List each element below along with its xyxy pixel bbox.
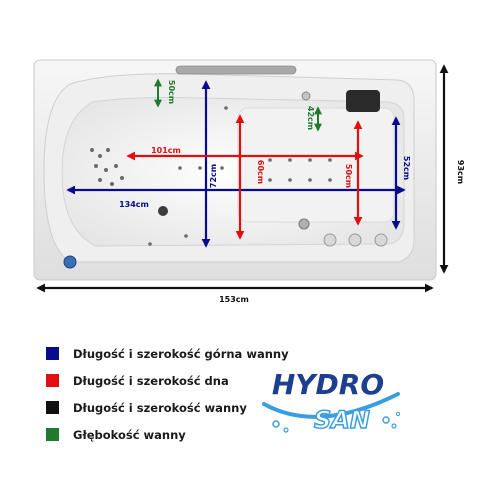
legend-label: Długość i szerokość górna wanny [73,346,289,361]
dim-label-depth-right: 42cm [306,106,315,130]
legend-swatch-blue [46,347,59,360]
legend-item-top: Długość i szerokość górna wanny [46,340,306,367]
dim-label-top-length: 134cm [119,200,149,209]
logo-swoosh [262,392,400,419]
legend: Długość i szerokość górna wanny Długość … [46,340,306,448]
logo-bubble [391,423,397,429]
tub-handrail [175,65,297,75]
legend-label: Długość i szerokość wanny [73,400,247,415]
logo-text-hydro: HYDRO [272,368,384,401]
legend-swatch-black [46,401,59,414]
tub-headrest [346,90,380,112]
hydrosan-logo: HYDRO SAN [262,368,401,435]
tub-control-knob [323,233,337,247]
legend-item-total: Długość i szerokość wanny [46,394,306,421]
legend-item-depth: Głębokość wanny [46,421,306,448]
tub-control-knob [348,233,362,247]
legend-swatch-green [46,428,59,441]
tub-faucet [298,218,310,230]
logo-bubble [283,427,289,433]
jet-group-left [90,148,124,186]
legend-swatch-red [46,374,59,387]
dim-label-bottom-length: 101cm [151,146,181,155]
logo-bubble [395,411,401,417]
logo-bubble [382,416,390,424]
dim-label-total-width: 93cm [456,160,465,184]
dim-label-total-length: 153cm [219,295,249,304]
logo-bubble [272,420,280,428]
tub-drain-knob [63,255,77,269]
logo-text-san: SAN [314,406,370,434]
legend-item-bottom: Długość i szerokość dna [46,367,306,394]
dim-label-bottom-width: 60cm [256,160,265,184]
dim-label-depth-left: 50cm [167,80,176,104]
tub-drain [158,206,168,216]
tub-spout [301,91,311,101]
dim-label-right-width: 52cm [402,156,411,180]
dim-label-top-width: 72cm [209,164,218,188]
dim-label-bottom-width-2: 50cm [344,164,353,188]
legend-label: Głębokość wanny [73,427,186,442]
tub-control-knob [374,233,388,247]
legend-label: Długość i szerokość dna [73,373,229,388]
